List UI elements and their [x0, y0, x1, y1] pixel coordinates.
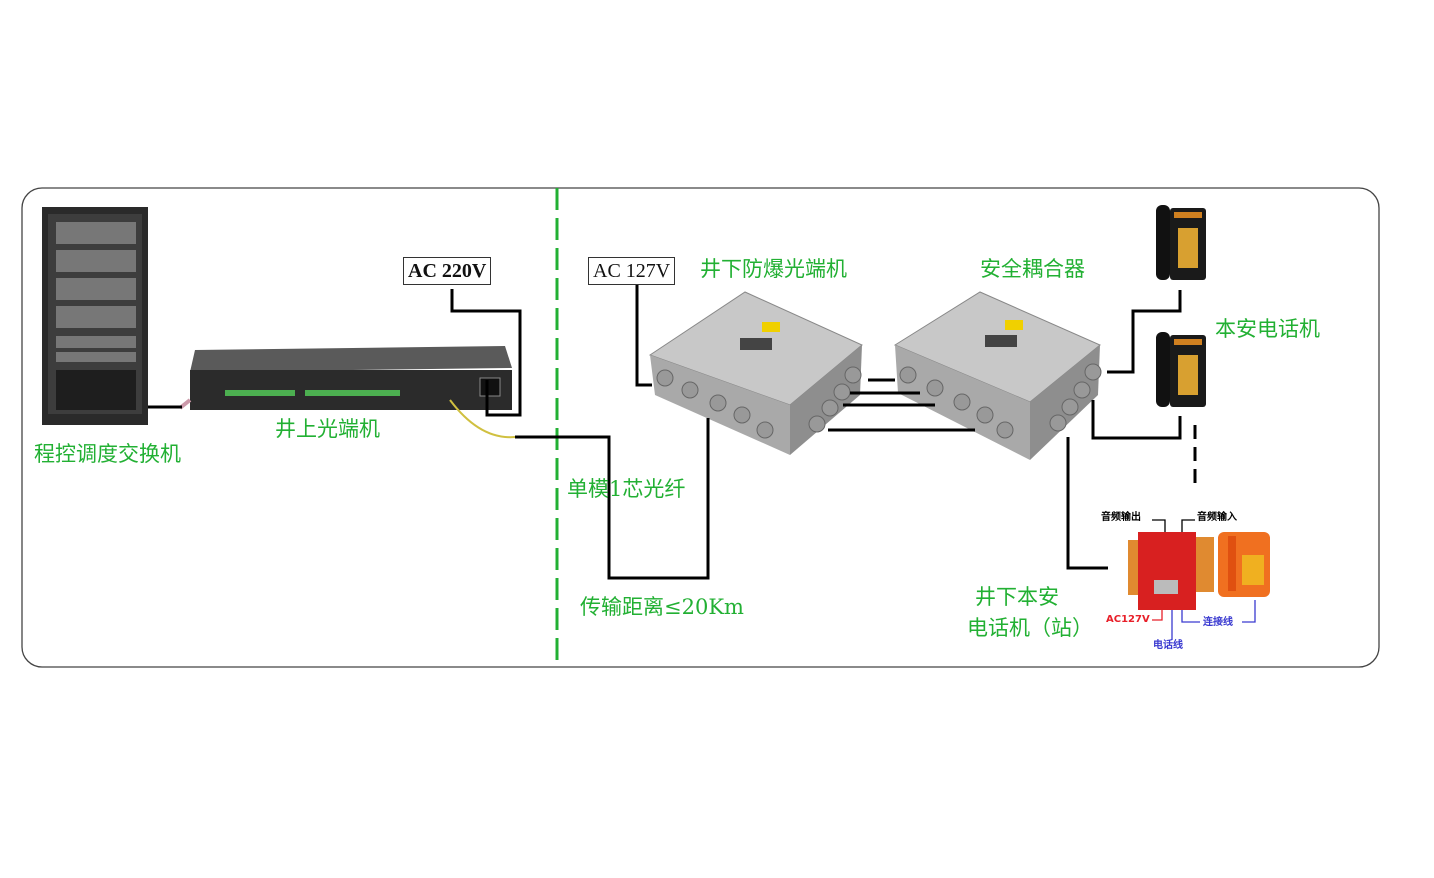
surface-optical-terminal-image [178, 346, 512, 410]
label-surface-optical: 井上光端机 [275, 417, 380, 441]
wires [148, 284, 1197, 580]
label-ac127-small: AC127V [1106, 614, 1150, 625]
label-distance: 传输距离≤20Km [580, 595, 744, 619]
label-audio-out: 音频输出 [1101, 512, 1141, 523]
label-ac220: AC 220V [403, 257, 492, 285]
safety-coupler-image [893, 291, 1102, 460]
label-audio-in: 音频输入 [1197, 512, 1237, 523]
label-phone-line: 电话线 [1153, 640, 1183, 651]
label-connect-line: 连接线 [1203, 617, 1233, 628]
underground-optical-terminal-image [648, 291, 863, 455]
label-safe-phone: 本安电话机 [1215, 317, 1320, 341]
station-callouts [1152, 519, 1256, 640]
label-station-line1: 井下本安 [975, 585, 1059, 609]
label-ac127: AC 127V [588, 257, 676, 285]
safe-phone-image-2 [1156, 332, 1206, 407]
label-coupler: 安全耦合器 [980, 257, 1085, 281]
label-underground-optical: 井下防爆光端机 [700, 257, 847, 281]
telephone-station-image [1128, 532, 1270, 610]
label-switch: 程控调度交换机 [34, 442, 181, 466]
label-fiber: 单模1芯光纤 [567, 477, 686, 501]
label-station-line2: 电话机（站） [967, 616, 1093, 640]
switch-rack-image [42, 207, 148, 425]
safe-phone-image-1 [1156, 205, 1206, 280]
frame [21, 187, 1380, 668]
